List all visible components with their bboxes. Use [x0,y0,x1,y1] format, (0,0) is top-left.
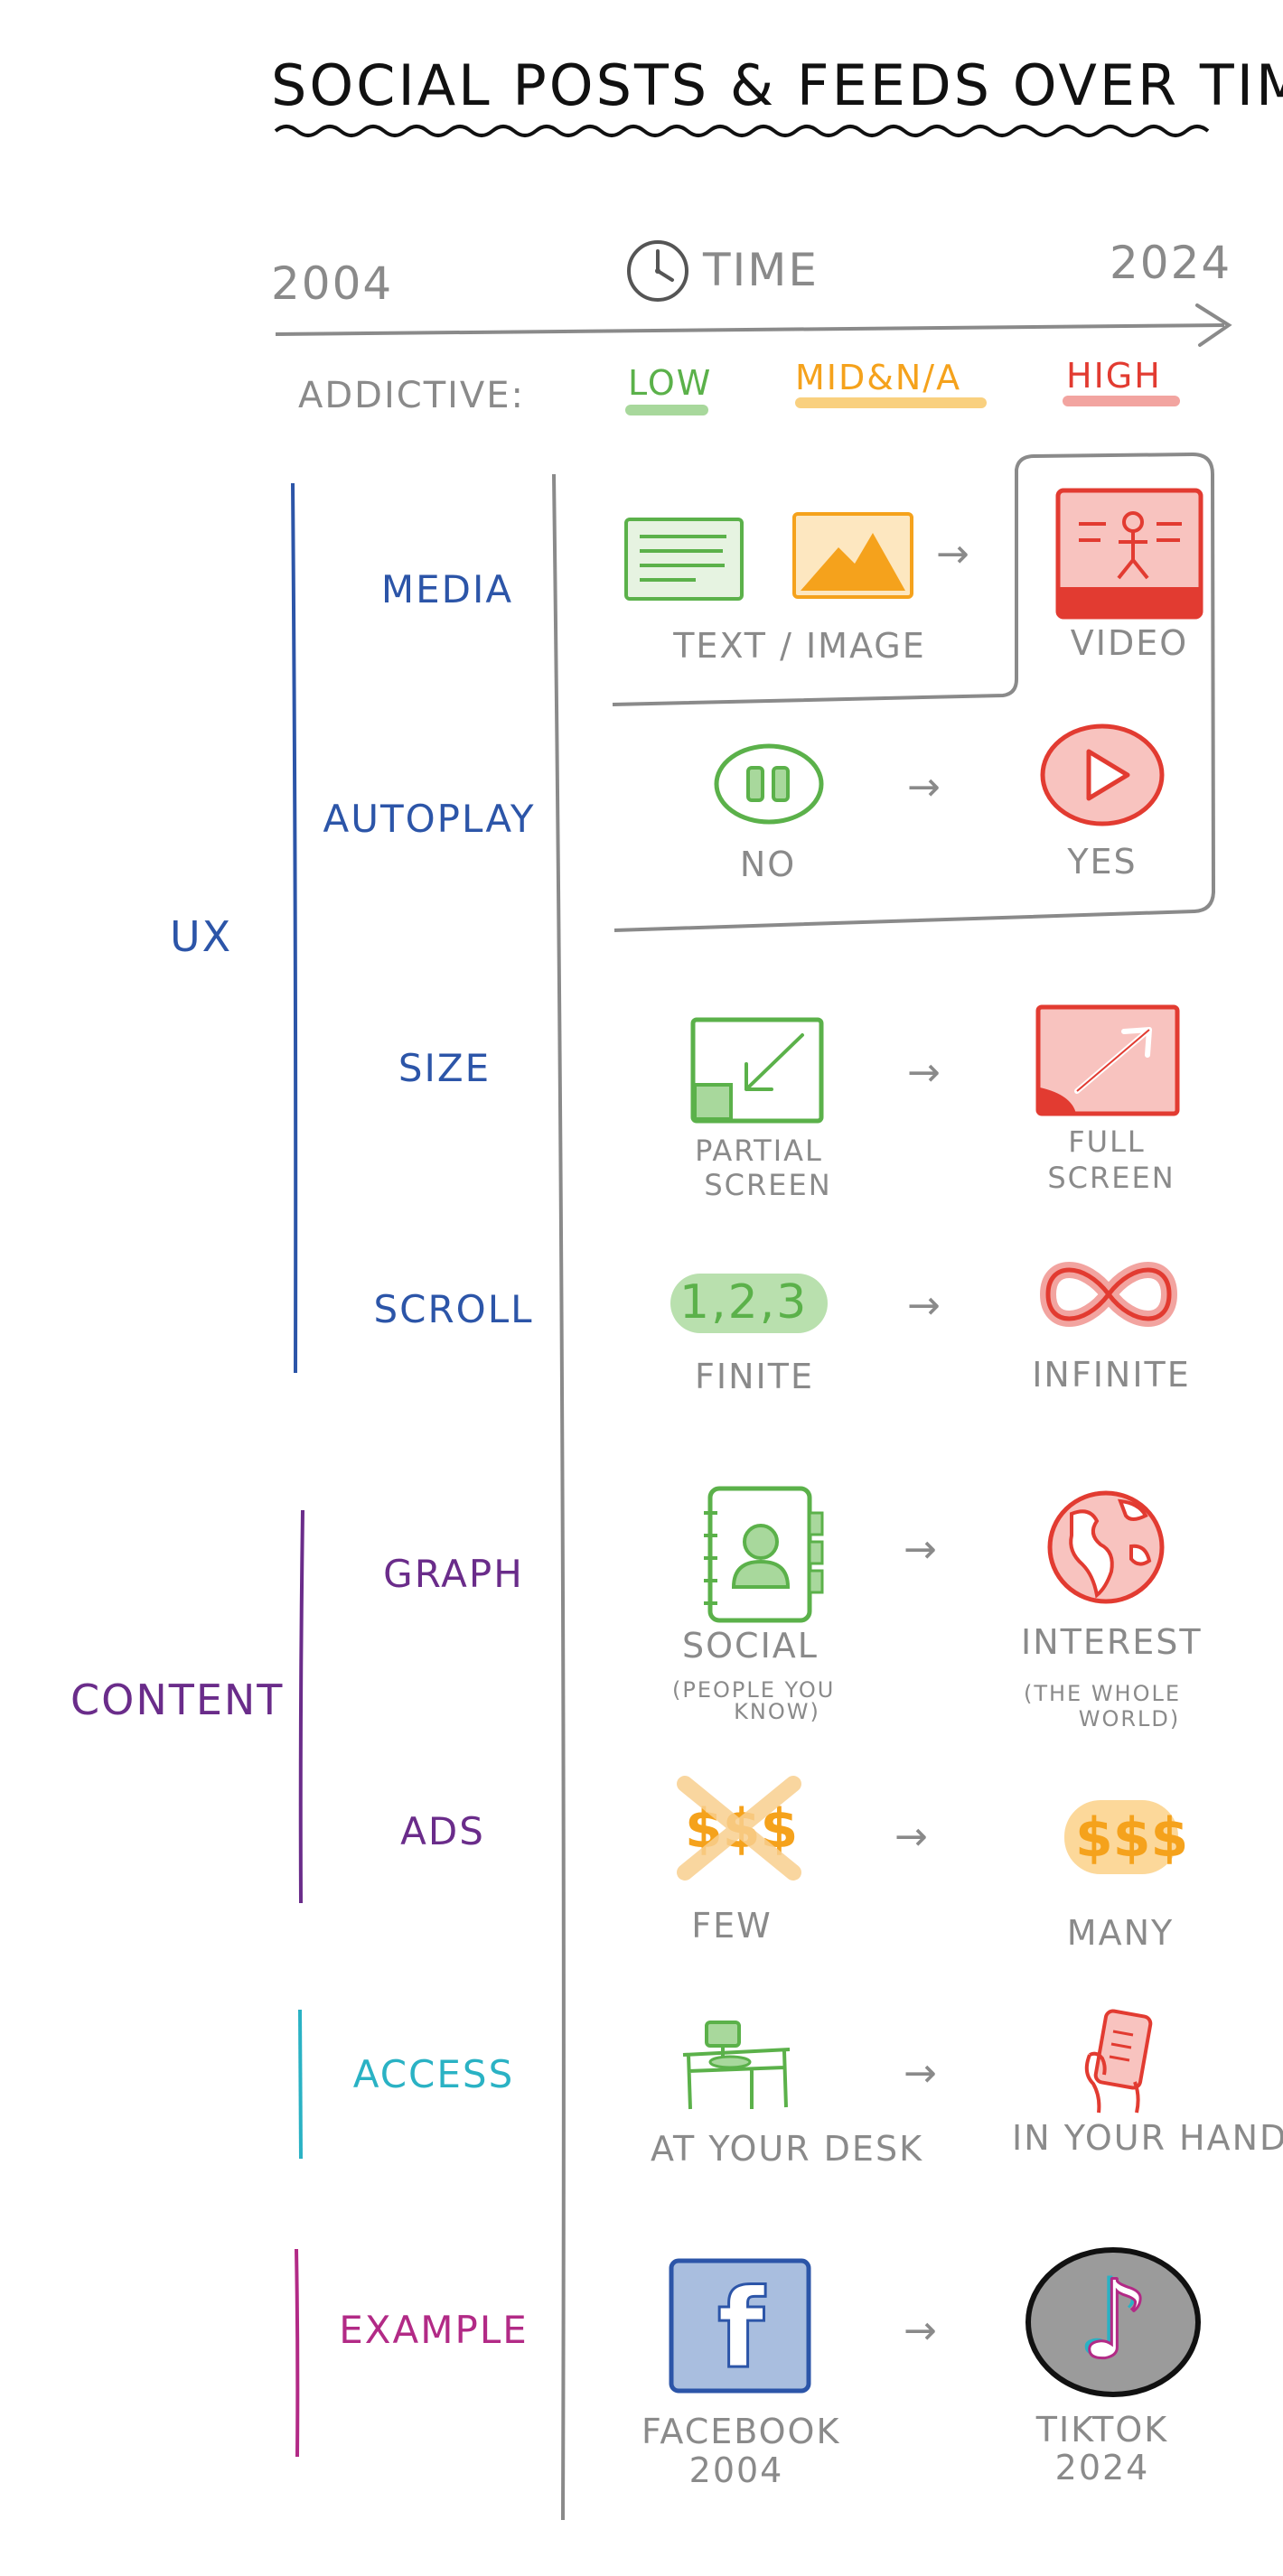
graph-from-caption: SOCIAL [682,1626,819,1666]
graph-to-caption: INTEREST [1021,1622,1203,1662]
cross-mark [677,1776,801,1881]
image-post-icon [792,512,913,599]
row-label-ads: ADS [400,1809,485,1853]
size-arrow: → [907,1050,941,1096]
tiktok-logo-icon [1025,2247,1201,2397]
timeline-arrow [275,303,1232,347]
scroll-arrow: → [907,1283,941,1329]
media-arrow: → [936,531,969,577]
group-ux: UX [170,912,233,961]
legend-low-highlight [625,405,708,415]
phone-in-hand-icon [1084,2009,1153,2114]
ads-to-caption: MANY [1066,1913,1175,1953]
address-book-icon [704,1486,824,1623]
media-to-caption: VIDEO [1070,623,1189,663]
graph-from-note-1: (PEOPLE YOU [672,1677,836,1703]
finite-numbers-icon: 1,2,3 [679,1275,809,1330]
size-to-caption-2: SCREEN [1047,1161,1175,1195]
autoplay-to-caption: YES [1067,842,1138,882]
example-arrow: → [904,2308,937,2354]
row-label-scroll: SCROLL [373,1287,534,1331]
example-to-caption-1: TIKTOK [1035,2410,1169,2450]
autoplay-arrow: → [907,764,941,810]
example-to-caption-2: 2024 [1054,2448,1150,2487]
timeline-start: 2004 [271,257,394,310]
pause-icon [714,743,824,825]
row-label-size: SIZE [398,1046,492,1090]
ads-from-caption: FEW [691,1906,773,1946]
example-bracket-line [295,2248,300,2458]
page-title: SOCIAL POSTS & FEEDS OVER TIME [271,52,1283,118]
timeline-label: TIME [703,244,819,296]
row-label-media: MEDIA [380,567,514,611]
scroll-from-caption: FINITE [695,1357,814,1396]
row-label-graph: GRAPH [383,1552,524,1596]
autoplay-from-caption: NO [739,845,797,884]
size-from-caption-1: PARTIAL [695,1134,823,1168]
title-underline [274,125,1210,137]
group-content: CONTENT [70,1675,285,1724]
partial-screen-icon [690,1017,824,1124]
desk-computer-icon [682,2021,791,2110]
full-screen-icon [1035,1004,1180,1116]
legend-mid: MID&N/A [795,358,962,397]
legend-mid-highlight [795,397,987,408]
ux-bracket-line [291,482,298,1374]
access-from-caption: AT YOUR DESK [651,2129,923,2169]
play-icon [1040,723,1165,826]
globe-icon [1047,1490,1165,1604]
content-bracket-line [298,1509,304,1904]
access-to-caption: IN YOUR HAND [1012,2118,1283,2158]
access-arrow: → [904,2050,937,2096]
many-dollars-highlight [1064,1800,1178,1874]
finite-highlight [670,1274,828,1333]
clock-icon [627,240,688,302]
infinity-icon [1039,1262,1178,1327]
legend-high: HIGH [1066,356,1162,396]
graph-to-note-1: (THE WHOLE [1023,1681,1182,1706]
example-from-caption-2: 2004 [688,2450,784,2490]
legend-high-highlight [1063,396,1180,406]
dollars-icon: $$$ [1075,1806,1189,1870]
video-post-icon [1055,488,1203,620]
timeline-end: 2024 [1110,237,1232,289]
text-post-icon [624,518,744,601]
graph-arrow: → [904,1526,937,1573]
row-label-autoplay: AUTOPLAY [323,797,536,841]
high-addictive-outline [612,452,1216,932]
facebook-logo-icon [669,2258,811,2394]
divider-vertical-line [552,473,566,2521]
graph-to-note-2: WORLD) [1078,1706,1181,1731]
size-from-caption-2: SCREEN [704,1168,832,1202]
tiktok-note: ♪ [1079,2257,1151,2385]
addictive-label: ADDICTIVE: [298,375,526,416]
legend-low: LOW [628,363,713,403]
example-from-caption-1: FACEBOOK [642,2412,841,2451]
row-label-access: ACCESS [352,2052,515,2096]
media-from-caption: TEXT / IMAGE [673,626,926,666]
graph-from-note-2: KNOW) [734,1699,820,1724]
access-bracket-line [298,2009,303,2160]
facebook-letter: f [716,2266,765,2394]
row-label-example: EXAMPLE [339,2308,529,2352]
size-to-caption-1: FULL [1068,1125,1146,1159]
ads-arrow: → [894,1814,928,1860]
scroll-to-caption: INFINITE [1032,1355,1191,1395]
